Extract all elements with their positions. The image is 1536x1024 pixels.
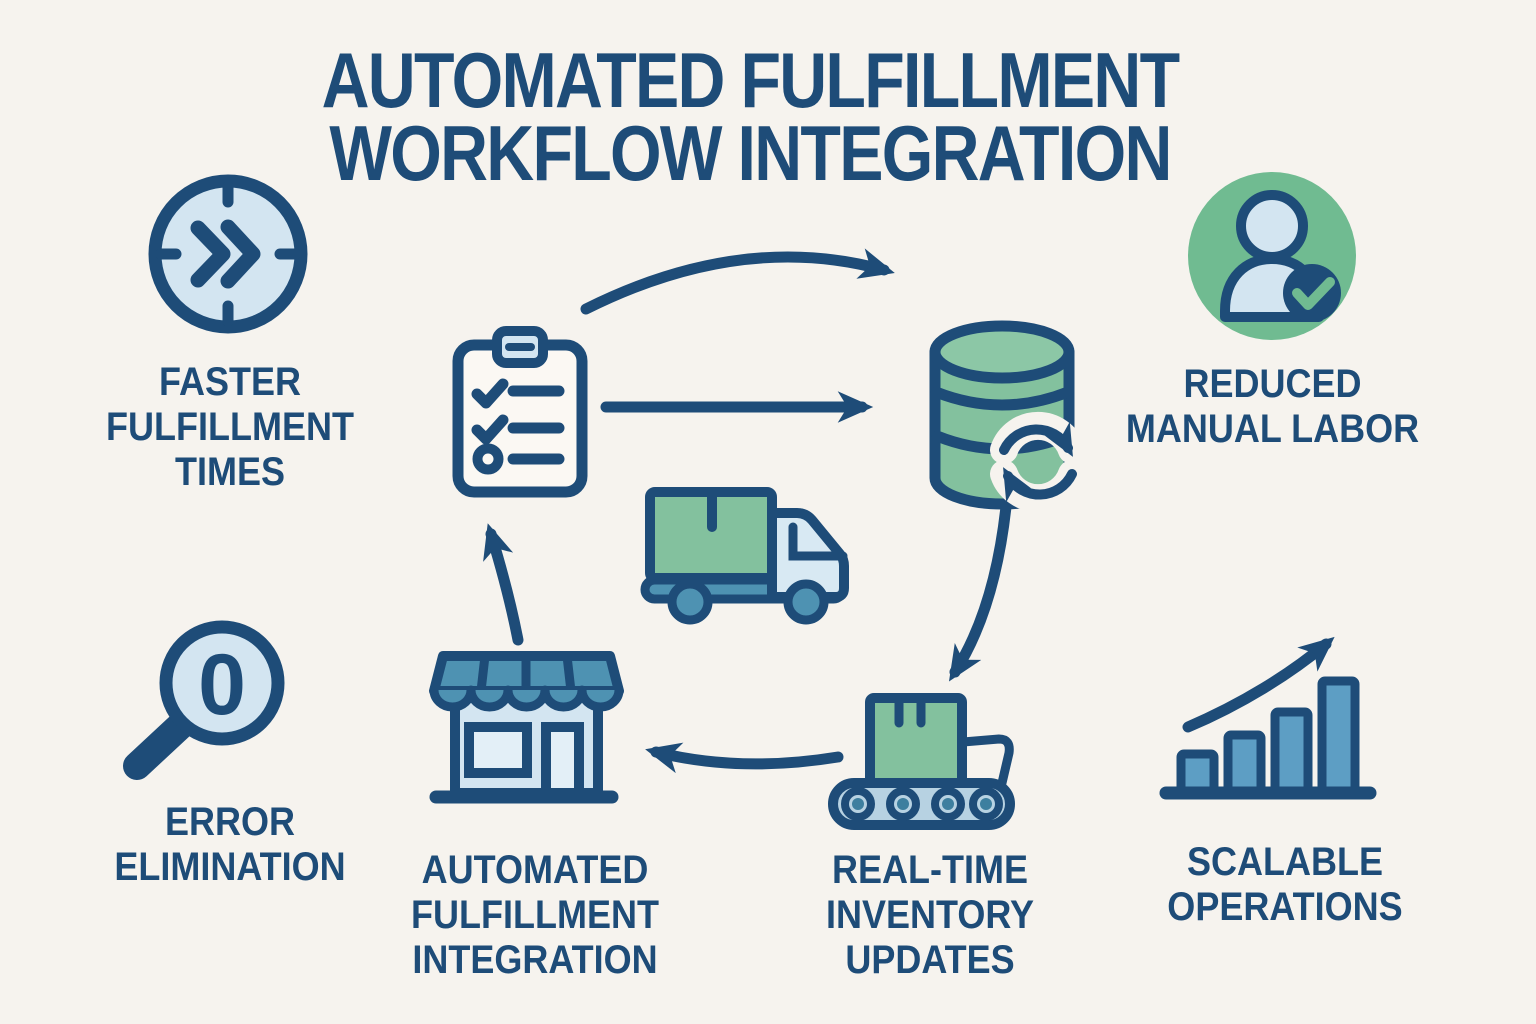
store-window <box>464 722 532 778</box>
title-line-2: WORKFLOW INTEGRATION <box>329 109 1172 197</box>
delivery-truck-icon <box>640 487 849 625</box>
label-reduced-manual-labor: REDUCED MANUAL LABOR <box>1125 362 1420 451</box>
title-line-1: AUTOMATED FULFILLMENT <box>321 36 1180 124</box>
label-automated-fulfillment-integration: AUTOMATED FULFILLMENT INTEGRATION <box>411 848 659 982</box>
arrow-storefront-to-clipboard <box>483 523 524 646</box>
check-icon <box>1292 277 1335 310</box>
sync-arrow-bottom <box>1003 467 1077 503</box>
store-door <box>541 722 584 798</box>
conveyor-belt-icon <box>828 693 1015 830</box>
page-title: AUTOMATED FULFILLMENT WORKFLOW INTEGRATI… <box>113 36 1388 197</box>
growth-chart-icon <box>1159 636 1377 800</box>
label-faster-fulfillment-times: FASTER FULFILLMENT TIMES <box>106 360 354 494</box>
arrow-database-to-conveyor <box>948 501 1012 682</box>
check-badge <box>1283 264 1341 322</box>
zero-value: 0 <box>198 637 246 733</box>
database-sync-icon <box>929 320 1086 513</box>
clipboard-checklist-icon <box>452 326 588 498</box>
magnifier-zero-icon: 0 <box>123 620 285 780</box>
growth-arrow <box>1182 636 1335 733</box>
conveyor-rollers <box>841 787 1003 821</box>
label-scalable-operations: SCALABLE OPERATIONS <box>1167 840 1403 929</box>
person-check-icon <box>1188 172 1356 340</box>
workflow-arrows <box>483 248 1012 774</box>
label-real-time-inventory-updates: REAL-TIME INVENTORY UPDATES <box>825 848 1035 982</box>
storefront-icon <box>429 651 624 804</box>
arrow-clipboard-to-database-arc <box>580 248 895 315</box>
label-error-elimination: ERROR ELIMINATION <box>114 800 346 889</box>
sync-arrow-top <box>999 421 1073 457</box>
clock-fast-forward-icon <box>148 174 308 334</box>
arrow-conveyor-to-storefront <box>645 742 844 774</box>
